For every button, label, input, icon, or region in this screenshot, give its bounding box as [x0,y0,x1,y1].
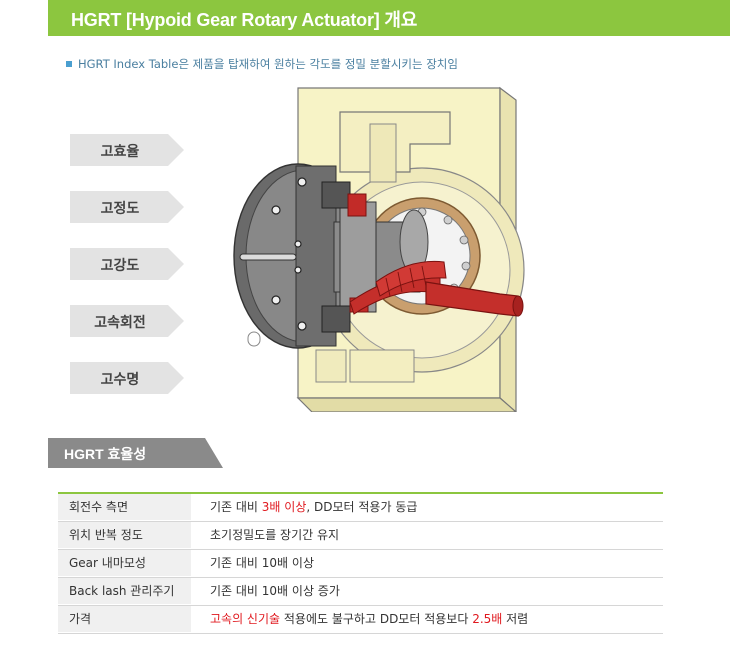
arrow-label-icon [70,134,184,166]
arrow-label-icon [70,305,184,337]
table-row: 가격 고속의 신기술 적용에도 불구하고 DD모터 적용보다 2.5배 저렴 [58,606,663,634]
feature-label-high-speed: 고속회전 [70,305,184,337]
feature-text: 고강도 [100,258,140,274]
efficiency-table: 회전수 측면 기존 대비 3배 이상, DD모터 적용가 동급 위치 반복 정도… [58,492,663,634]
feature-text: 고수명 [100,372,140,388]
intro-line: HGRT Index Table은 제품을 탑재하여 원하는 각도를 정밀 분할… [66,56,458,72]
row-value: 고속의 신기술 적용에도 불구하고 DD모터 적용보다 2.5배 저렴 [210,612,529,626]
table-row: Gear 내마모성 기존 대비 10배 이상 [58,550,663,578]
feature-label-precision: 고정도 [70,191,184,223]
intro-text: HGRT Index Table은 제품을 탑재하여 원하는 각도를 정밀 분할… [78,57,458,71]
table-top-border [58,492,663,494]
arrow-label-icon [70,248,184,280]
section-title: HGRT 효율성 [64,446,147,462]
row-label: Gear 내마모성 [58,550,191,576]
title-bar: HGRT [Hypoid Gear Rotary Actuator] 개요 [48,0,730,36]
feature-label-longevity: 고수명 [70,362,184,394]
row-value: 기존 대비 10배 이상 증가 [210,584,340,598]
table-row: Back lash 관리주기 기존 대비 10배 이상 증가 [58,578,663,606]
row-label: 가격 [58,606,191,632]
feature-text: 고효율 [100,144,140,160]
arrow-label-icon [70,362,184,394]
feature-label-strength: 고강도 [70,248,184,280]
row-label: Back lash 관리주기 [58,578,191,604]
page-title: HGRT [Hypoid Gear Rotary Actuator] 개요 [71,10,418,30]
table-row: 위치 반복 정도 초기정밀도를 장기간 유지 [58,522,663,550]
row-value: 기존 대비 10배 이상 [210,556,314,570]
section-tab-icon [48,438,223,468]
row-value: 초기정밀도를 장기간 유지 [210,528,340,542]
arrow-label-icon [70,191,184,223]
bullet-square-icon [66,61,72,67]
row-label: 위치 반복 정도 [58,522,191,548]
row-label: 회전수 측면 [58,494,191,520]
actuator-cutaway-illustration [233,86,525,412]
feature-label-efficiency: 고효율 [70,134,184,166]
table-row: 회전수 측면 기존 대비 3배 이상, DD모터 적용가 동급 [58,494,663,522]
feature-text: 고정도 [100,201,140,217]
feature-text: 고속회전 [94,315,146,331]
section-header: HGRT 효율성 [48,438,223,468]
row-value: 기존 대비 3배 이상, DD모터 적용가 동급 [210,500,418,514]
